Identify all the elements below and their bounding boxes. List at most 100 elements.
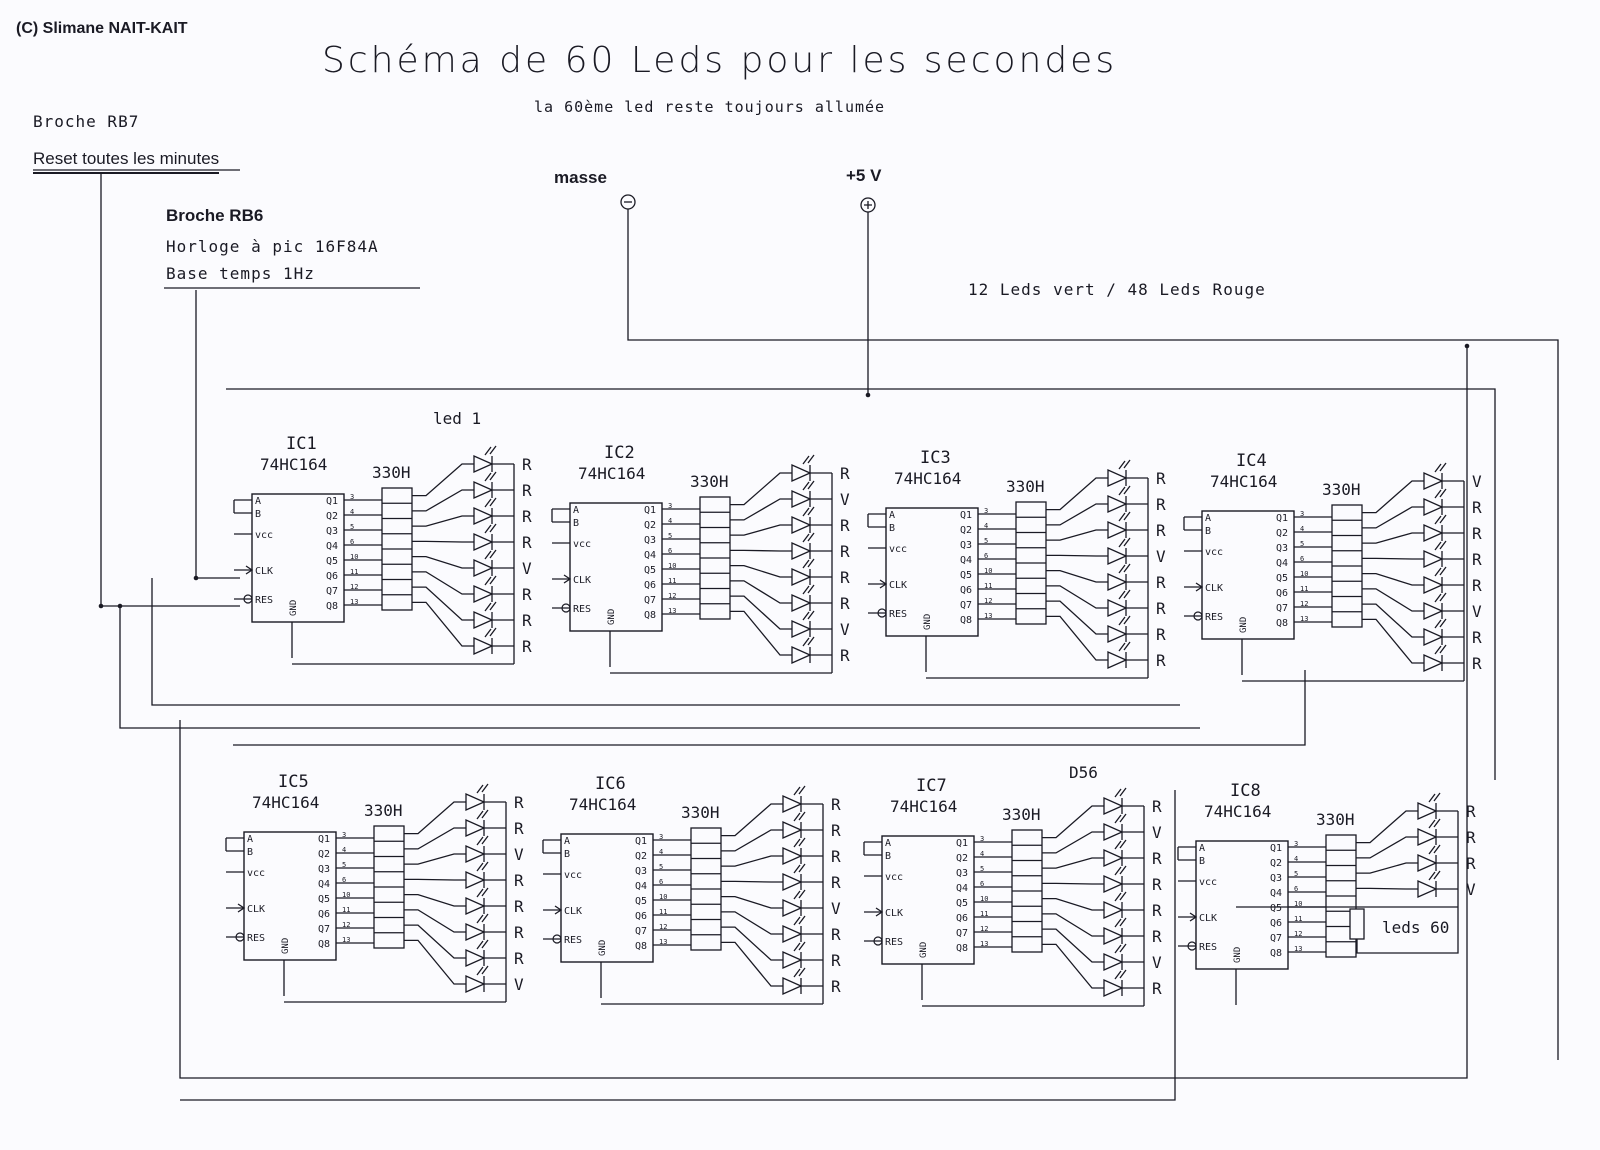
pin-number: 6 <box>659 878 663 886</box>
led-diode-icon <box>1423 575 1444 595</box>
led-diode-icon <box>1103 900 1124 920</box>
junction-dot <box>865 392 871 398</box>
output-pin-label: Q6 <box>960 585 972 596</box>
led-feed-wire <box>1042 831 1104 854</box>
led-feed-wire <box>404 909 466 933</box>
pin-label: CLK <box>247 904 265 915</box>
led-feed-wire <box>721 911 783 935</box>
ic-74hc164-body <box>243 831 337 961</box>
led-feed-wire <box>721 926 783 961</box>
output-pin-label: Q5 <box>326 556 338 567</box>
output-pin-label: Q7 <box>318 924 330 935</box>
led-color-red-label: R <box>514 949 524 968</box>
pin-label: A <box>573 505 579 516</box>
led-light-arrows-icon <box>1434 618 1447 629</box>
led-feed-wire <box>730 498 792 521</box>
pin-label: RES <box>885 937 903 948</box>
output-pin-label: Q8 <box>644 610 656 621</box>
pin-label: CLK <box>255 566 273 577</box>
led-light-arrows-icon <box>476 939 489 950</box>
led-color-red-label: R <box>831 925 841 944</box>
clock-triangle-icon <box>245 565 254 575</box>
led-diode-icon <box>465 844 486 864</box>
led-diode-icon <box>782 950 803 970</box>
pin-label: vcc <box>885 872 903 883</box>
led-light-arrows-icon <box>1434 644 1447 655</box>
led-diode-icon <box>782 976 803 996</box>
led-diode-icon <box>1107 598 1128 618</box>
output-pin-label: Q2 <box>635 851 647 862</box>
ground-bus-wire <box>627 209 1559 1060</box>
led-light-arrows-icon <box>484 497 497 508</box>
led-color-red-label: R <box>1472 654 1482 673</box>
pin-number: 10 <box>350 553 358 561</box>
led-light-arrows-icon <box>1118 485 1131 496</box>
pin-number: 13 <box>980 940 988 948</box>
rb6-pin-label: Broche RB6 <box>166 206 264 225</box>
gnd-pin-label: GND <box>289 600 299 616</box>
pin-number: 3 <box>984 507 988 515</box>
output-pin-label: Q8 <box>960 615 972 626</box>
led-diode-icon <box>1423 523 1444 543</box>
led-light-arrows-icon <box>1434 566 1447 577</box>
pin-number: 5 <box>342 861 346 869</box>
led-feed-wire <box>1046 477 1108 511</box>
led-light-arrows-icon <box>1114 943 1127 954</box>
output-pin-label: Q7 <box>635 926 647 937</box>
clock-triangle-icon <box>563 574 572 584</box>
chip-part-number: 74HC164 <box>578 464 645 483</box>
ic-74hc164-body <box>1201 510 1295 640</box>
led-diode-icon <box>782 872 803 892</box>
pin-number: 10 <box>342 891 350 899</box>
chip-name: IC4 <box>1236 451 1267 471</box>
led-diode-icon <box>1417 879 1438 899</box>
pin-number: 5 <box>659 863 663 871</box>
led-light-arrows-icon <box>1434 514 1447 525</box>
chip-part-number: 74HC164 <box>569 795 636 814</box>
led-light-arrows-icon <box>476 965 489 976</box>
pin-number: 13 <box>1294 945 1302 953</box>
led-feed-wire <box>1042 913 1104 937</box>
right-loop-wire <box>179 346 1468 1079</box>
output-pin-label: Q6 <box>318 909 330 920</box>
pin-number: 13 <box>1300 615 1308 623</box>
bottom-bus-wire <box>180 790 1176 1101</box>
led-light-arrows-icon <box>802 454 815 465</box>
pin-label: A <box>885 838 891 849</box>
led-feed-wire <box>1356 862 1418 874</box>
pin-number: 13 <box>668 607 676 615</box>
led-feed-wire <box>404 853 466 865</box>
led-color-green-label: V <box>1156 547 1166 566</box>
output-pin-label: Q7 <box>326 586 338 597</box>
led-color-red-label: R <box>522 611 532 630</box>
output-pin-label: Q6 <box>635 911 647 922</box>
led-diode-icon <box>1103 978 1124 998</box>
pin-label: RES <box>255 595 273 606</box>
output-pin-label: Q7 <box>644 595 656 606</box>
pin-label: B <box>564 849 570 860</box>
pin-label: CLK <box>885 908 903 919</box>
led-feed-wire <box>1046 554 1108 557</box>
led-diode-icon <box>1103 874 1124 894</box>
junction-dot <box>193 575 199 581</box>
led-feed-wire <box>730 472 792 506</box>
led-feed-wire <box>721 803 783 837</box>
led-color-red-label: R <box>1156 625 1166 644</box>
led-diode-icon <box>465 896 486 916</box>
resistor-label: 330H <box>372 463 411 482</box>
led-diode-icon <box>473 506 494 526</box>
led-color-red-label: R <box>1156 521 1166 540</box>
led-color-red-label: R <box>831 951 841 970</box>
resistor-label: 330H <box>1322 480 1361 499</box>
led-color-green-label: V <box>840 490 850 509</box>
pin-number: 11 <box>984 582 992 590</box>
led-feed-wire <box>721 895 783 909</box>
pin-number: 3 <box>668 502 672 510</box>
pin-number: 13 <box>350 598 358 606</box>
output-pin-label: Q2 <box>644 520 656 531</box>
clock-triangle-icon <box>237 903 246 913</box>
pin-number: 5 <box>1300 540 1304 548</box>
pin-number: 10 <box>668 562 676 570</box>
led-diode-icon <box>473 610 494 630</box>
